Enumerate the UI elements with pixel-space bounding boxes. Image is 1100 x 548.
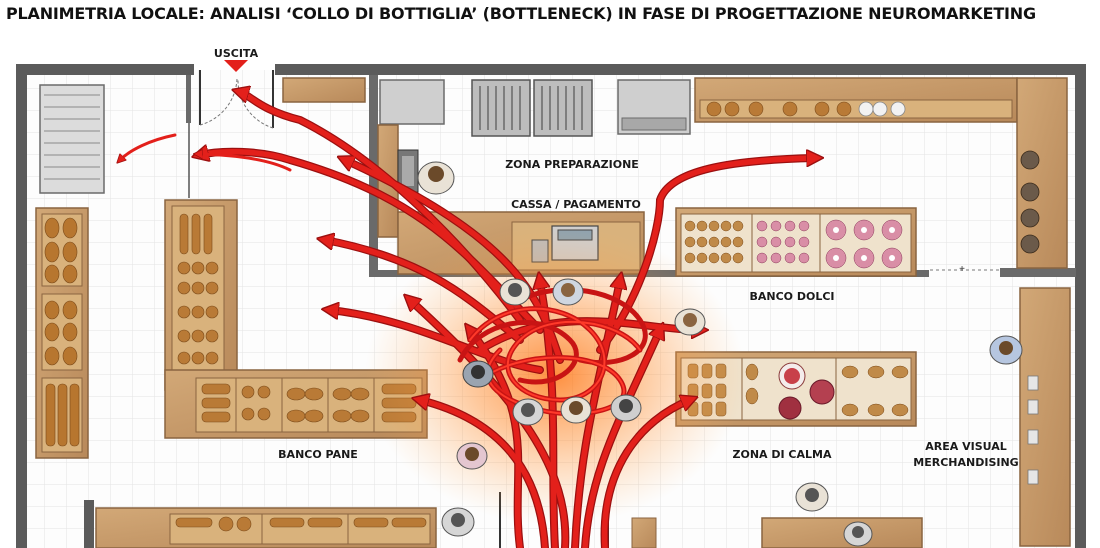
label-cassa: CASSA / PAGAMENTO bbox=[511, 198, 641, 211]
plus-marker-icon: + bbox=[959, 264, 965, 275]
label-uscita: USCITA bbox=[214, 47, 259, 60]
trolley-rack bbox=[39, 84, 105, 194]
left-bread-shelving bbox=[35, 207, 89, 459]
cashier-person bbox=[397, 149, 455, 195]
bottom-post bbox=[631, 517, 657, 548]
page-title: PLANIMETRIA LOCALE: ANALISI ‘COLLO DI BO… bbox=[6, 4, 1036, 23]
traffic-arrows bbox=[120, 92, 815, 548]
bottom-bread-counter bbox=[95, 507, 437, 548]
customers bbox=[441, 278, 1023, 547]
top-right-shelf bbox=[694, 77, 1068, 269]
bottom-right-table bbox=[761, 517, 923, 548]
label-zona-preparazione: ZONA PREPARAZIONE bbox=[505, 158, 639, 171]
label-area-visual: AREA VISUAL bbox=[925, 440, 1007, 453]
label-merchandising: MERCHANDISING bbox=[913, 456, 1018, 469]
banco-dolci-counter bbox=[675, 207, 917, 277]
label-banco-pane: BANCO PANE bbox=[278, 448, 358, 461]
prep-equipment bbox=[282, 77, 691, 137]
label-zona-calma: ZONA DI CALMA bbox=[733, 448, 832, 461]
label-banco-dolci: BANCO DOLCI bbox=[749, 290, 834, 303]
exit-marker-icon bbox=[224, 60, 248, 72]
exit-door bbox=[199, 70, 274, 129]
right-wall-rack bbox=[1019, 287, 1071, 547]
outer-walls bbox=[16, 64, 1086, 548]
